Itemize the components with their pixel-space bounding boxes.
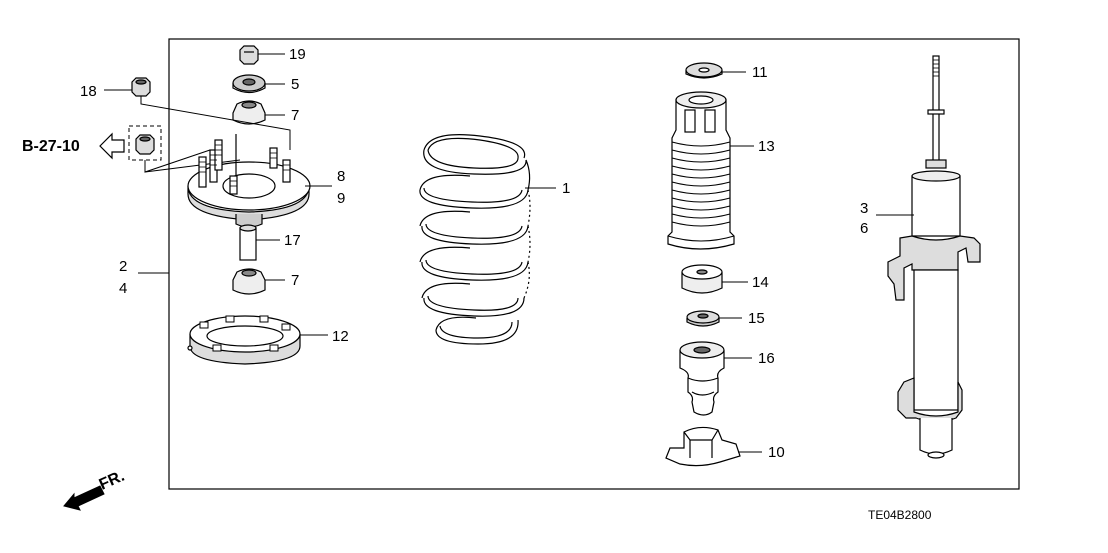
- label-4: 4: [119, 280, 127, 297]
- ref-nut-box: [128, 125, 162, 161]
- part-13-dust-boot[interactable]: [667, 91, 735, 250]
- leader-ref-2: [144, 159, 241, 173]
- forward-arrow-icon: [63, 485, 105, 511]
- label-16: 16: [758, 350, 775, 367]
- label-14: 14: [752, 274, 769, 291]
- direction-label: FR.: [97, 468, 127, 494]
- label-9: 9: [337, 190, 345, 207]
- part-14-bump-rubber[interactable]: [681, 264, 723, 294]
- label-11: 11: [752, 64, 768, 81]
- label-10: 10: [768, 444, 785, 461]
- label-5: 5: [291, 76, 299, 93]
- part-16-stopper[interactable]: [679, 341, 725, 416]
- part-15-washer[interactable]: [686, 310, 720, 327]
- label-19: 19: [289, 46, 306, 63]
- part-18-nut[interactable]: [131, 77, 151, 97]
- label-3: 3: [860, 200, 868, 217]
- part-11-washer[interactable]: [685, 62, 723, 79]
- label-15: 15: [748, 310, 765, 327]
- part-5-washer[interactable]: [232, 74, 266, 94]
- assembly-frame: [168, 38, 1020, 490]
- label-18: 18: [80, 83, 97, 100]
- label-2: 2: [119, 258, 127, 275]
- ref-arrow-icon: [99, 132, 125, 160]
- label-8: 8: [337, 168, 345, 185]
- part-12-spring-seat[interactable]: [187, 315, 301, 365]
- label-7a: 7: [291, 107, 299, 124]
- part-8-9-mount-base[interactable]: [187, 134, 311, 228]
- ref-nut-icon: [135, 134, 155, 155]
- part-17-collar[interactable]: [239, 224, 257, 261]
- diagram-code: TE04B2800: [868, 508, 932, 522]
- ref-label: B-27-10: [22, 138, 80, 155]
- leader-18-to-studs: [140, 96, 291, 150]
- part-7-upper-bushing[interactable]: [232, 100, 266, 125]
- part-19-nut[interactable]: [239, 45, 259, 65]
- part-10-lower-seat[interactable]: [665, 426, 741, 467]
- label-7b: 7: [291, 272, 299, 289]
- part-7-lower-bushing[interactable]: [232, 268, 266, 295]
- label-1: 1: [562, 180, 570, 197]
- part-3-6-damper[interactable]: [887, 55, 981, 459]
- label-12: 12: [332, 328, 349, 345]
- label-13: 13: [758, 138, 775, 155]
- label-6: 6: [860, 220, 868, 237]
- part-1-coil-spring[interactable]: [419, 134, 531, 345]
- label-17: 17: [284, 232, 301, 249]
